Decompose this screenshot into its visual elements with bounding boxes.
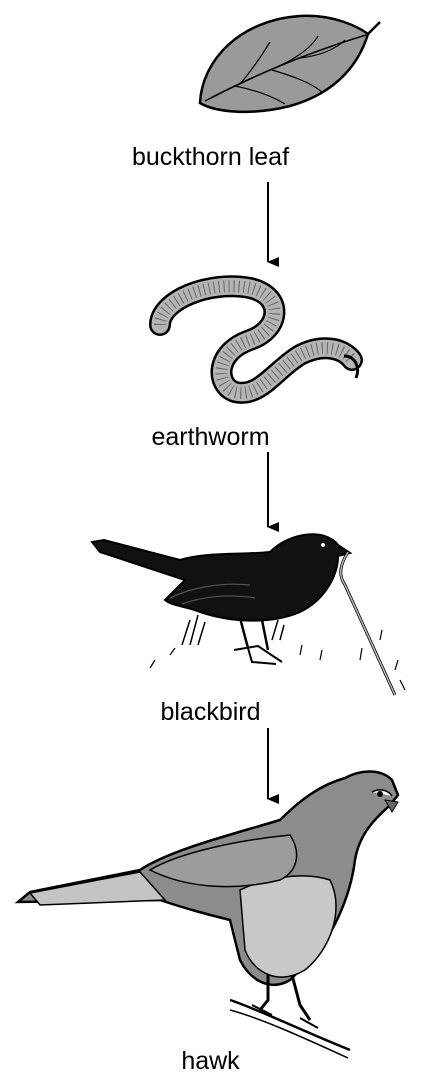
leaf-icon bbox=[200, 16, 380, 112]
hawk-icon bbox=[18, 772, 398, 1059]
label-earthworm: earthworm bbox=[0, 422, 421, 452]
label-buckthorn-leaf: buckthorn leaf bbox=[0, 142, 421, 172]
blackbird-icon bbox=[92, 534, 405, 695]
earthworm-icon bbox=[160, 286, 358, 393]
label-blackbird: blackbird bbox=[0, 697, 421, 727]
label-hawk: hawk bbox=[0, 1046, 421, 1076]
